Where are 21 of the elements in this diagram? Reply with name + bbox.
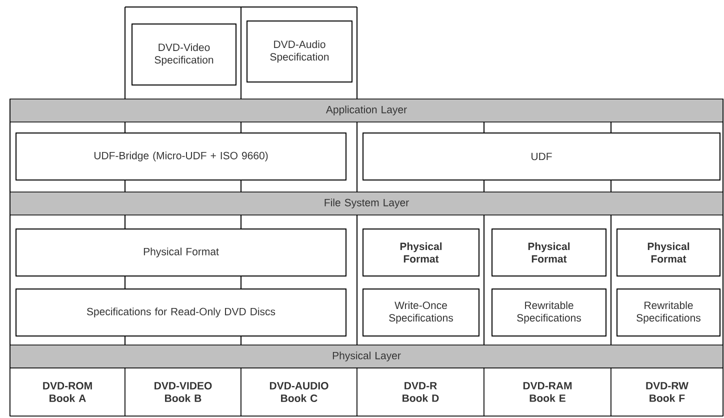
spec-box: DVD-Audio Specification — [246, 20, 352, 82]
spec-box: Physical Format — [16, 228, 346, 276]
spec-box: Physical Format — [616, 228, 720, 276]
spec-box: Physical Format — [362, 228, 480, 276]
book-cell: DVD-RW Book F — [610, 368, 724, 416]
book-cell: DVD-R Book D — [356, 368, 484, 416]
spec-box: Specifications for Read-Only DVD Discs — [16, 288, 346, 336]
spec-box: Rewritable Specifications — [492, 288, 606, 336]
book-cell: DVD-VIDEO Book B — [124, 368, 242, 416]
book-cell: DVD-AUDIO Book C — [240, 368, 358, 416]
spec-box: UDF — [362, 132, 720, 180]
layer-band: File System Layer — [10, 192, 724, 216]
spec-box: Rewritable Specifications — [616, 288, 720, 336]
spec-box: Write-Once Specifications — [362, 288, 480, 336]
book-cell: DVD-RAM Book E — [484, 368, 612, 416]
layer-band: Physical Layer — [10, 344, 724, 368]
layer-band: Application Layer — [10, 98, 724, 122]
spec-box: Physical Format — [492, 228, 606, 276]
spec-box: UDF-Bridge (Micro-UDF + ISO 9660) — [16, 132, 346, 180]
book-cell: DVD-ROM Book A — [10, 368, 126, 416]
spec-box: DVD-Video Specification — [132, 24, 236, 86]
